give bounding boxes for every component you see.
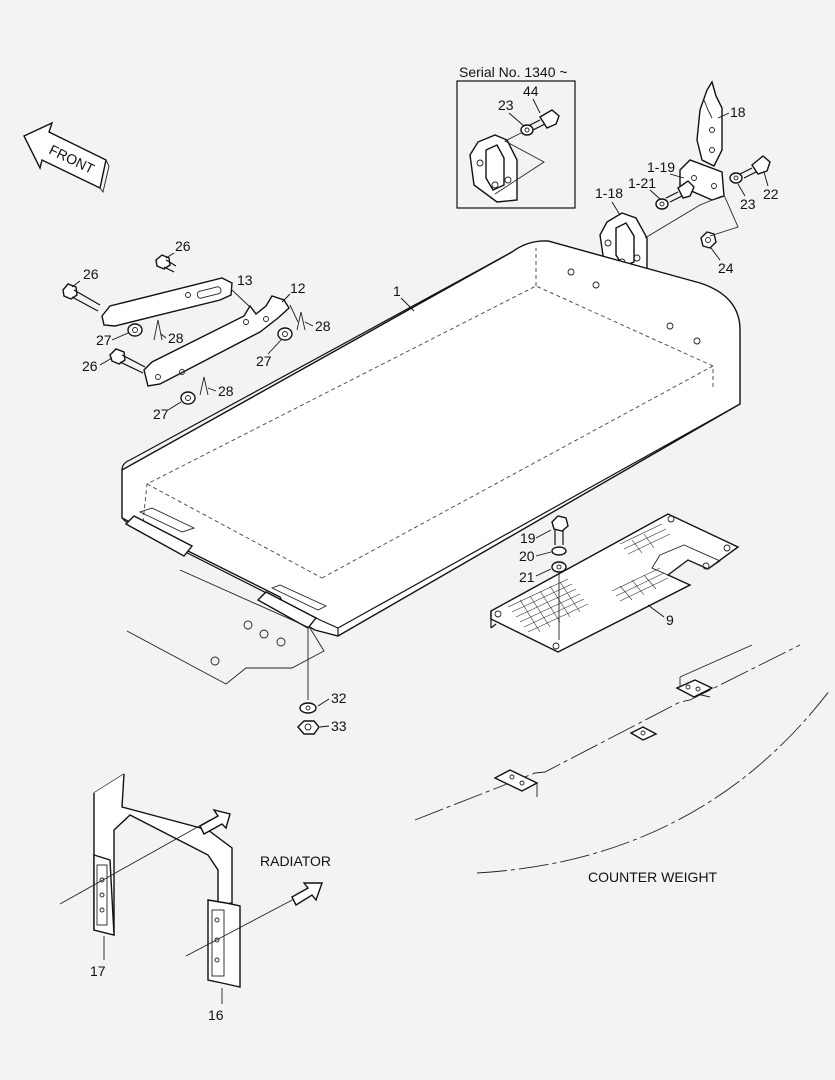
callout-21: 21	[519, 569, 535, 585]
front-arrow: FRONT	[23, 121, 110, 194]
callout-28-c: 28	[218, 383, 234, 399]
radiator-guard: RADIATOR 17 16	[59, 773, 331, 1023]
serial-box-title: Serial No. 1340 ~	[459, 64, 568, 80]
callout-27-a: 27	[96, 332, 112, 348]
callout-20: 20	[519, 548, 535, 564]
frame-left: 32 33	[126, 569, 347, 735]
callout-19: 19	[520, 530, 536, 546]
latch-assembly: 18 1-19 1-21 1-18 22 23 24	[595, 80, 779, 279]
radiator-label: RADIATOR	[260, 853, 331, 869]
callout-9: 9	[666, 612, 674, 628]
callout-26-a: 26	[175, 238, 191, 254]
callout-1-18: 1-18	[595, 185, 623, 201]
callout-12: 12	[290, 280, 306, 296]
callout-28-a: 28	[168, 330, 184, 346]
counter-weight-outline: COUNTER WEIGHT	[414, 644, 831, 885]
callout-17: 17	[90, 963, 106, 979]
callout-13: 13	[237, 272, 253, 288]
stay-linkage: 26 26 26 13 12 27 28 28 27 28 27	[62, 238, 331, 422]
callout-44: 44	[523, 83, 539, 99]
callout-32: 32	[331, 690, 347, 706]
engine-cover: 1	[121, 240, 741, 637]
callout-33: 33	[331, 718, 347, 734]
callout-1-19: 1-19	[647, 159, 675, 175]
counter-weight-label: COUNTER WEIGHT	[588, 869, 718, 885]
serial-inset: Serial No. 1340 ~ 44 23	[456, 64, 576, 209]
callout-26-b: 26	[83, 266, 99, 282]
callout-23-right: 23	[740, 196, 756, 212]
callout-27-b: 27	[256, 353, 272, 369]
callout-26-c: 26	[82, 358, 98, 374]
callout-16: 16	[208, 1007, 224, 1023]
callout-1-21: 1-21	[628, 175, 656, 191]
callout-23-inset: 23	[498, 97, 514, 113]
callout-24: 24	[718, 260, 734, 276]
callout-22: 22	[763, 186, 779, 202]
callout-27-c: 27	[153, 406, 169, 422]
callout-1: 1	[393, 283, 401, 299]
callout-18: 18	[730, 104, 746, 120]
callout-28-b: 28	[315, 318, 331, 334]
cover-plate: 19 20 21 9	[490, 513, 740, 653]
